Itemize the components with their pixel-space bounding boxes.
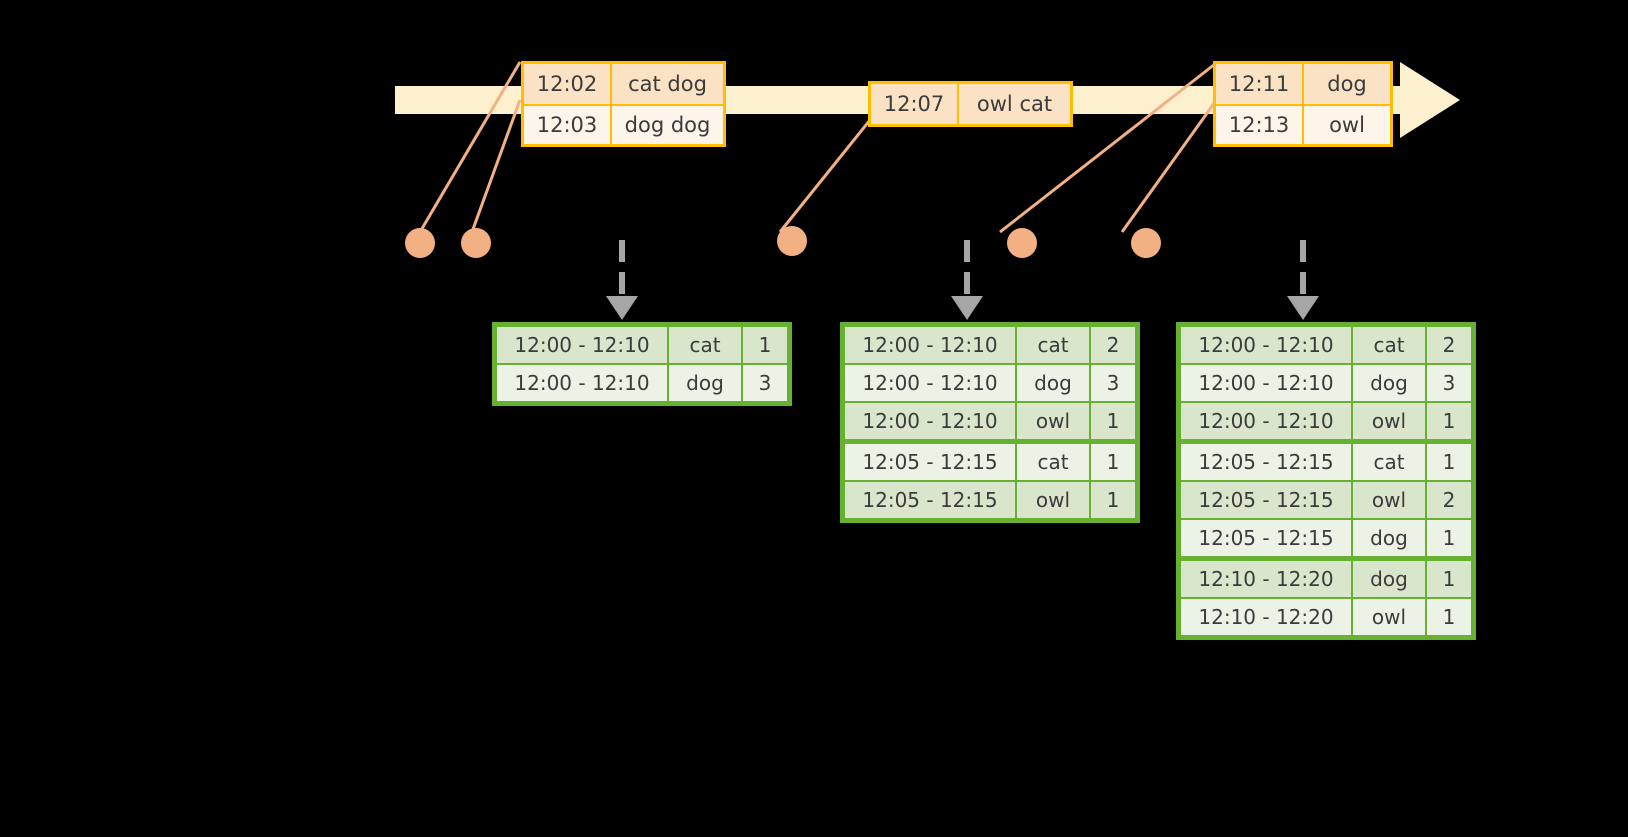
table-cell-window: 12:00 - 12:10	[845, 327, 1015, 363]
table-cell-count: 1	[1427, 403, 1471, 439]
dashed-arrow-heads	[606, 296, 1319, 320]
event-dot-1	[405, 228, 435, 258]
table-cell-count: 1	[1427, 561, 1471, 597]
connector-line-2	[470, 99, 522, 233]
event-time: 12:13	[1216, 106, 1304, 144]
event-dots	[405, 226, 1161, 258]
table-cell-count: 1	[1427, 599, 1471, 635]
table-cell-count: 1	[1091, 482, 1135, 518]
table-cell-key: cat	[669, 327, 741, 363]
table-cell-window: 12:00 - 12:10	[1181, 365, 1351, 401]
table-cell-key: dog	[1353, 365, 1425, 401]
event-time: 12:07	[871, 84, 959, 124]
event-words: owl	[1304, 106, 1390, 144]
table-cell-window: 12:05 - 12:15	[845, 444, 1015, 480]
table-cell-count: 3	[1091, 365, 1135, 401]
table-cell-count: 1	[1427, 444, 1471, 480]
table-cell-key: dog	[1017, 365, 1089, 401]
dashed-arrow-head-1	[606, 296, 638, 320]
event-time: 12:11	[1216, 64, 1304, 104]
event-words: cat dog	[612, 64, 723, 104]
table-cell-count: 3	[743, 365, 787, 401]
dashed-arrow-head-2	[951, 296, 983, 320]
table-cell-key: dog	[1353, 561, 1425, 597]
table-cell-count: 1	[1091, 444, 1135, 480]
table-cell-window: 12:05 - 12:15	[1181, 482, 1351, 518]
event-words: dog dog	[612, 106, 723, 144]
table-cell-window: 12:05 - 12:15	[1181, 444, 1351, 480]
event-dot-2	[461, 228, 491, 258]
table-cell-window: 12:00 - 12:10	[845, 365, 1015, 401]
table-cell-key: owl	[1353, 403, 1425, 439]
table-cell-count: 1	[1427, 520, 1471, 556]
table-cell-window: 12:00 - 12:10	[1181, 403, 1351, 439]
event-words: owl cat	[959, 84, 1070, 124]
dashed-arrows	[619, 240, 1306, 298]
table-cell-key: cat	[1017, 444, 1089, 480]
table-cell-window: 12:00 - 12:10	[497, 365, 667, 401]
table-cell-key: owl	[1017, 403, 1089, 439]
table-cell-window: 12:00 - 12:10	[497, 327, 667, 363]
table-cell-key: dog	[669, 365, 741, 401]
table-cell-count: 1	[743, 327, 787, 363]
table-cell-window: 12:10 - 12:20	[1181, 561, 1351, 597]
table-cell-count: 2	[1427, 482, 1471, 518]
table-cell-window: 12:00 - 12:10	[845, 403, 1015, 439]
connector-line-3	[778, 119, 872, 233]
event-dot-3	[777, 226, 807, 256]
dashed-arrow-head-3	[1287, 296, 1319, 320]
table-cell-key: owl	[1353, 599, 1425, 635]
event-time: 12:03	[524, 106, 612, 144]
table-cell-count: 3	[1427, 365, 1471, 401]
connector-line-5	[1120, 101, 1217, 233]
table-cell-key: owl	[1017, 482, 1089, 518]
event-dot-4	[1007, 228, 1037, 258]
table-cell-count: 1	[1091, 403, 1135, 439]
table-cell-key: cat	[1353, 444, 1425, 480]
table-cell-count: 2	[1091, 327, 1135, 363]
table-cell-window: 12:05 - 12:15	[845, 482, 1015, 518]
table-cell-key: cat	[1017, 327, 1089, 363]
table-cell-count: 2	[1427, 327, 1471, 363]
table-cell-window: 12:10 - 12:20	[1181, 599, 1351, 635]
table-cell-key: owl	[1353, 482, 1425, 518]
table-cell-key: cat	[1353, 327, 1425, 363]
connector-line-1	[418, 61, 522, 233]
table-cell-window: 12:00 - 12:10	[1181, 327, 1351, 363]
event-dot-5	[1131, 228, 1161, 258]
table-cell-window: 12:05 - 12:15	[1181, 520, 1351, 556]
event-time: 12:02	[524, 64, 612, 104]
table-cell-key: dog	[1353, 520, 1425, 556]
event-words: dog	[1304, 64, 1390, 104]
